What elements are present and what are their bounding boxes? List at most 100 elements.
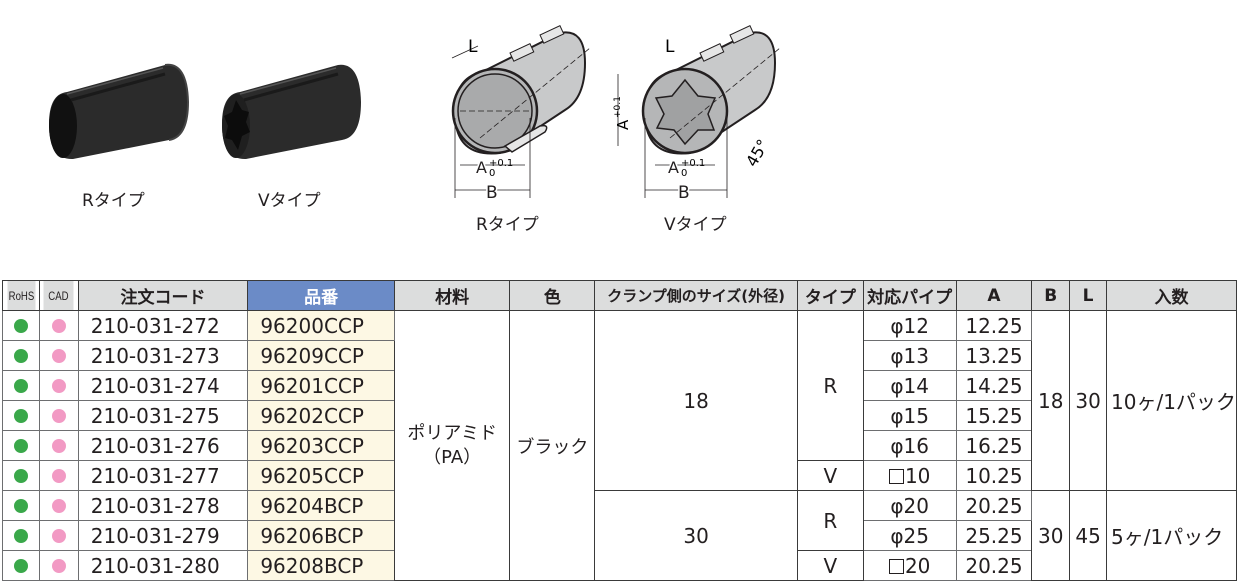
part-no: 96203CCP <box>247 430 395 461</box>
rohs-compliant-icon <box>13 468 28 483</box>
cad-available-icon[interactable] <box>51 468 66 483</box>
cad-available-icon[interactable] <box>51 378 66 393</box>
qty-cell: 5ヶ/1パック <box>1106 490 1237 581</box>
pipe-size: 14 <box>903 373 929 398</box>
rohs-cell <box>2 460 40 491</box>
header-clamp-size: クランプ側のサイズ(外径) <box>594 280 798 311</box>
cad-available-icon[interactable] <box>51 558 66 573</box>
material-cell: ポリアミド （PA） <box>393 310 511 581</box>
cad-cell[interactable] <box>38 340 79 371</box>
A-cell: 16.25 <box>955 430 1033 461</box>
type-cell: R <box>796 310 864 461</box>
rohs-compliant-icon <box>13 378 28 393</box>
svg-text:L: L <box>468 37 478 57</box>
pipe-cell: φ25 <box>862 520 957 551</box>
r-type-drawing: L A +0.1 0 B <box>451 25 591 203</box>
cad-cell[interactable] <box>38 370 79 401</box>
svg-text:+0.1: +0.1 <box>489 158 513 169</box>
table-row: 210-031-279 96206BCP φ25 25.25 <box>2 520 1237 551</box>
table-row: 210-031-274 96201CCP φ14 14.25 <box>2 370 1237 401</box>
part-no: 96208BCP <box>247 550 395 581</box>
square-pipe-icon <box>888 468 904 484</box>
svg-text:+0.1: +0.1 <box>613 96 623 118</box>
header-order-code: 注文コード <box>77 280 249 311</box>
order-code: 210-031-272 <box>77 310 249 341</box>
product-figures: Rタイプ Vタイプ L A +0.1 0 B Rタイプ L A <box>0 0 1237 280</box>
pipe-size: 25 <box>903 523 929 548</box>
header-cad: CAD <box>42 280 75 311</box>
order-code: 210-031-280 <box>77 550 249 581</box>
type-cell: V <box>796 460 864 491</box>
pipe-shape: φ <box>890 343 904 368</box>
order-code: 210-031-279 <box>77 520 249 551</box>
pipe-cell: φ16 <box>862 430 957 461</box>
A-cell: 20.25 <box>955 550 1033 581</box>
rohs-compliant-icon <box>13 438 28 453</box>
pipe-cell: φ13 <box>862 340 957 371</box>
pipe-shape: φ <box>890 523 904 548</box>
rohs-compliant-icon <box>13 408 28 423</box>
rohs-compliant-icon <box>13 318 28 333</box>
table-row: 210-031-273 96209CCP φ13 13.25 <box>2 340 1237 371</box>
pipe-cell: 10 <box>862 460 957 491</box>
header-A: A <box>955 280 1033 311</box>
pipe-cell: φ15 <box>862 400 957 431</box>
table-row: 210-031-278 96204BCP 30 R φ20 20.25 30 4… <box>2 490 1237 581</box>
cad-available-icon[interactable] <box>51 318 66 333</box>
v-type-photo <box>222 64 361 160</box>
part-no: 96209CCP <box>247 340 395 371</box>
rohs-cell <box>2 310 40 341</box>
order-code: 210-031-273 <box>77 340 249 371</box>
A-cell: 20.25 <box>955 490 1033 521</box>
square-pipe-icon <box>888 558 904 574</box>
header-color: 色 <box>509 280 596 311</box>
cad-cell[interactable] <box>38 490 79 521</box>
v-type-drawing: L A +0.1 A +0.1 0 B 45° <box>613 25 781 203</box>
A-cell: 13.25 <box>955 340 1033 371</box>
rohs-cell <box>2 520 40 551</box>
pipe-cell: φ14 <box>862 370 957 401</box>
svg-text:0: 0 <box>681 168 687 179</box>
svg-text:A: A <box>614 119 632 130</box>
rohs-compliant-icon <box>13 558 28 573</box>
rohs-cell <box>2 490 40 521</box>
table-row: 210-031-275 96202CCP φ15 15.25 <box>2 400 1237 431</box>
cad-available-icon[interactable] <box>51 408 66 423</box>
pipe-shape: φ <box>890 313 904 338</box>
drawing-r-caption: Rタイプ <box>476 215 539 235</box>
pipe-cell: 20 <box>862 550 957 581</box>
r-type-photo <box>49 63 190 160</box>
part-no: 96204BCP <box>247 490 395 521</box>
A-cell: 25.25 <box>955 520 1033 551</box>
header-rohs: RoHS <box>5 280 37 311</box>
cad-cell[interactable] <box>38 430 79 461</box>
A-cell: 15.25 <box>955 400 1033 431</box>
cad-available-icon[interactable] <box>51 498 66 513</box>
clamp-size-cell: 18 <box>594 310 798 491</box>
table-row: 210-031-276 96203CCP φ16 16.25 <box>2 430 1237 461</box>
cad-available-icon[interactable] <box>51 438 66 453</box>
svg-text:A: A <box>476 158 487 177</box>
rohs-cell <box>2 370 40 401</box>
spec-table: RoHS CAD 注文コード 品番 材料 色 クランプ側のサイズ(外径) タイプ… <box>2 280 1237 581</box>
L-cell: 30 <box>1069 310 1108 491</box>
cad-available-icon[interactable] <box>51 348 66 363</box>
pipe-cell: φ12 <box>862 310 957 341</box>
header-material: 材料 <box>393 280 511 311</box>
header-row: RoHS CAD 注文コード 品番 材料 色 クランプ側のサイズ(外径) タイプ… <box>3 280 1237 311</box>
cad-cell[interactable] <box>38 520 79 551</box>
cad-cell[interactable] <box>38 460 79 491</box>
svg-text:B: B <box>678 183 690 203</box>
cad-cell[interactable] <box>38 400 79 431</box>
cad-cell[interactable] <box>38 550 79 581</box>
svg-text:L: L <box>665 37 675 57</box>
order-code: 210-031-276 <box>77 430 249 461</box>
rohs-cell <box>2 430 40 461</box>
cad-cell[interactable] <box>38 310 79 341</box>
rohs-compliant-icon <box>13 528 28 543</box>
cad-available-icon[interactable] <box>51 528 66 543</box>
part-no: 96202CCP <box>247 400 395 431</box>
material-name: ポリアミド <box>407 422 497 444</box>
clamp-size-cell: 30 <box>594 490 798 581</box>
svg-text:+0.1: +0.1 <box>681 158 705 169</box>
